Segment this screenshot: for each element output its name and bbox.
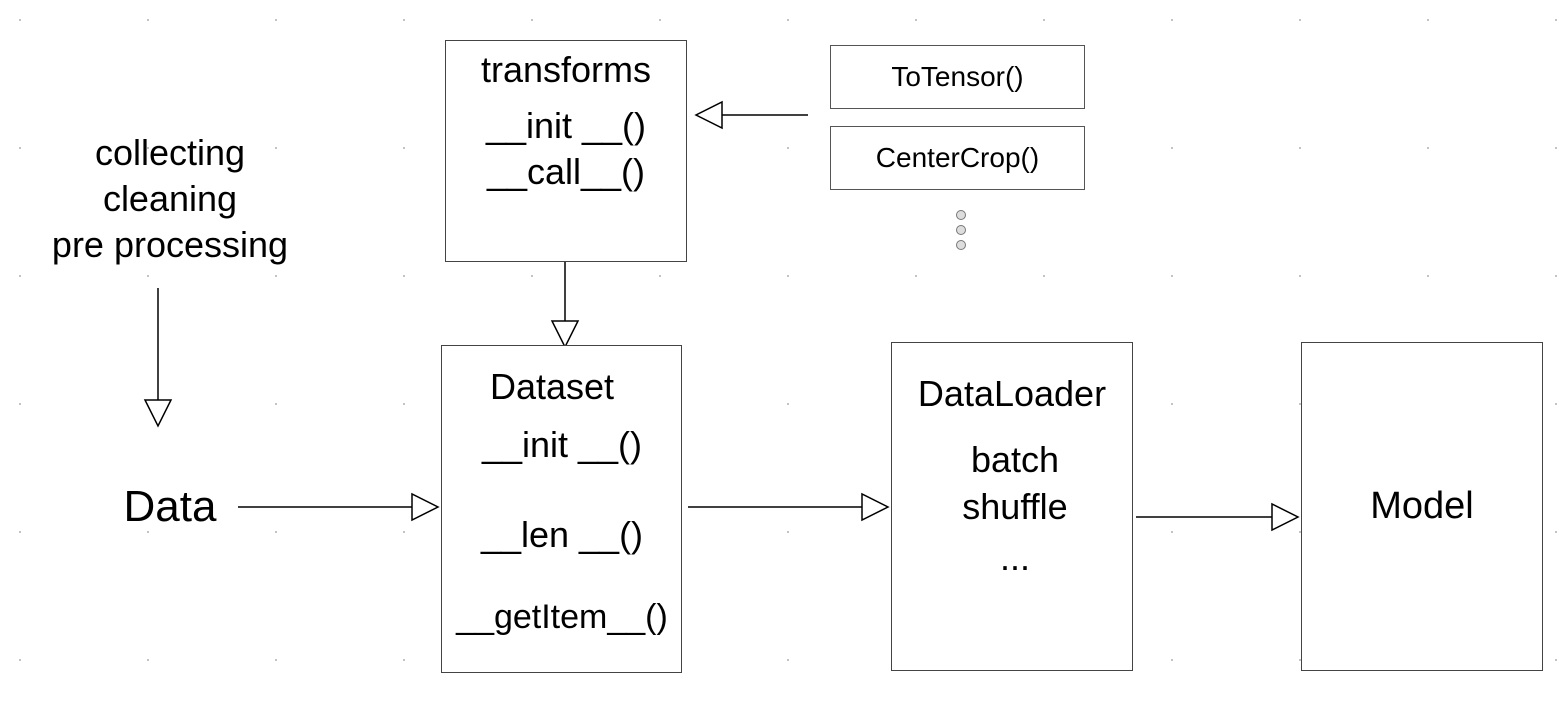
pipeline-step: pre processing	[51, 224, 289, 265]
grid-dot	[1555, 19, 1557, 21]
grid-dot	[403, 531, 405, 533]
grid-dot	[787, 147, 789, 149]
transform-example-label: CenterCrop()	[875, 142, 1040, 173]
transforms-method: __init __()	[485, 105, 647, 146]
grid-dot	[275, 531, 277, 533]
grid-dot	[915, 19, 917, 21]
grid-dot	[403, 403, 405, 405]
grid-dot	[1555, 275, 1557, 277]
transform-example-box: CenterCrop()	[830, 126, 1085, 190]
grid-dot	[275, 275, 277, 277]
more-transforms-dot	[956, 210, 966, 220]
grid-dot	[275, 403, 277, 405]
more-transforms-dot	[956, 225, 966, 235]
dataloader-feature: ...	[999, 537, 1030, 578]
grid-dot	[403, 147, 405, 149]
grid-dot	[915, 275, 917, 277]
dataset-method: __init __()	[481, 424, 643, 465]
transform-example-label: ToTensor()	[891, 61, 1024, 92]
dataloader-box: DataLoader batch shuffle ...	[891, 342, 1133, 671]
grid-dot	[147, 147, 149, 149]
grid-dot	[403, 659, 405, 661]
grid-dot	[1299, 275, 1301, 277]
grid-dot	[659, 275, 661, 277]
grid-dot	[147, 659, 149, 661]
grid-dot	[1043, 275, 1045, 277]
grid-dot	[1043, 19, 1045, 21]
dataset-box: Dataset __init __() __len __() __getItem…	[441, 345, 682, 673]
grid-dot	[1299, 147, 1301, 149]
grid-dot	[147, 275, 149, 277]
grid-dot	[1299, 403, 1301, 405]
grid-dot	[403, 19, 405, 21]
arrowhead-preprocess	[143, 399, 173, 428]
grid-dot	[1171, 659, 1173, 661]
dataloader-title: DataLoader	[917, 373, 1107, 414]
model-label: Model	[1370, 485, 1474, 527]
grid-dot	[19, 147, 21, 149]
grid-dot	[1299, 659, 1301, 661]
data-label: Data	[123, 482, 217, 531]
dataloader-feature: shuffle	[962, 486, 1068, 527]
transform-example-box: ToTensor()	[830, 45, 1085, 109]
grid-dot	[19, 659, 21, 661]
grid-dot	[1171, 147, 1173, 149]
grid-dot	[1555, 531, 1557, 533]
grid-dot	[531, 275, 533, 277]
grid-dot	[1171, 19, 1173, 21]
transforms-box: transforms __init __() __call__()	[445, 40, 687, 262]
grid-dot	[787, 19, 789, 21]
grid-dot	[1555, 403, 1557, 405]
more-transforms-dot	[956, 240, 966, 250]
grid-dot	[1299, 531, 1301, 533]
grid-dot	[787, 275, 789, 277]
grid-dot	[19, 275, 21, 277]
grid-dot	[19, 19, 21, 21]
grid-dot	[1171, 403, 1173, 405]
grid-dot	[1171, 531, 1173, 533]
grid-dot	[19, 531, 21, 533]
grid-dot	[531, 19, 533, 21]
arrowhead-dataset	[411, 492, 440, 522]
grid-dot	[659, 19, 661, 21]
model-box: Model	[1301, 342, 1543, 671]
grid-dot	[787, 659, 789, 661]
arrowhead-examples	[694, 100, 723, 130]
grid-dot	[1427, 147, 1429, 149]
dataloader-feature: batch	[970, 439, 1060, 480]
transforms-method: __call__()	[486, 151, 646, 192]
grid-dot	[403, 275, 405, 277]
pipeline-step: cleaning	[102, 178, 238, 219]
arrowhead-transforms	[550, 320, 580, 349]
grid-dot	[1171, 275, 1173, 277]
dataset-method: __getItem__()	[456, 598, 668, 636]
dataset-method: __len __()	[480, 514, 644, 555]
grid-dot	[1299, 19, 1301, 21]
grid-dot	[147, 531, 149, 533]
pipeline-note: collecting cleaning pre processing	[20, 130, 320, 268]
grid-dot	[147, 19, 149, 21]
grid-dot	[787, 403, 789, 405]
grid-dot	[275, 659, 277, 661]
dataset-title: Dataset	[489, 366, 615, 407]
transforms-title: transforms	[480, 49, 652, 90]
grid-dot	[1427, 275, 1429, 277]
grid-dot	[1555, 659, 1557, 661]
arrowhead-model	[1271, 502, 1300, 532]
grid-dot	[787, 531, 789, 533]
grid-dot	[275, 19, 277, 21]
grid-dot	[1555, 147, 1557, 149]
arrowhead-dataloader	[861, 492, 890, 522]
grid-dot	[19, 403, 21, 405]
pipeline-step: collecting	[94, 132, 246, 173]
grid-dot	[1427, 19, 1429, 21]
grid-dot	[275, 147, 277, 149]
